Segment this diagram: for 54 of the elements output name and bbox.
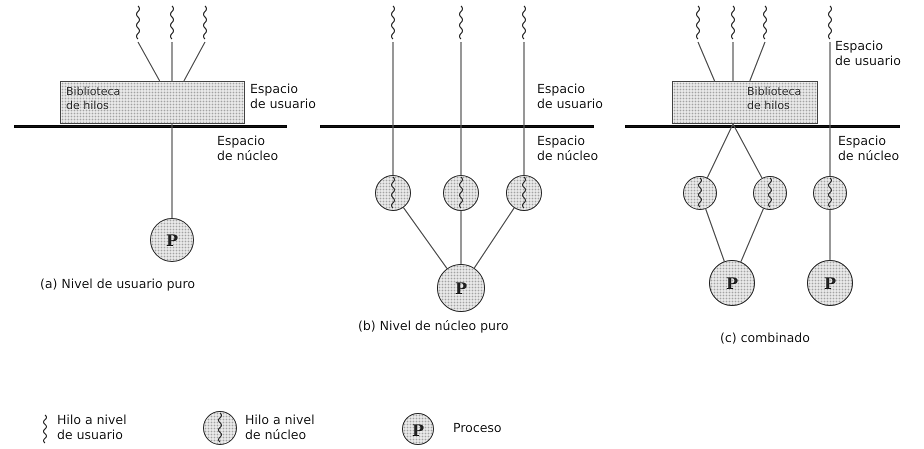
kernel-thread-circle — [375, 175, 411, 211]
caption: (c) combinado — [720, 330, 810, 345]
user-thread-wave — [825, 5, 835, 40]
process-circle: P — [437, 264, 485, 312]
user-thread-wave — [760, 5, 770, 40]
kernel-thread-circle — [443, 175, 479, 211]
connector-line — [171, 124, 173, 218]
connector-line — [705, 208, 725, 262]
connector-line — [829, 42, 831, 176]
connector-line — [460, 211, 462, 264]
connector-line — [697, 42, 716, 82]
connector-line — [829, 210, 831, 260]
process-circle: P — [150, 218, 194, 262]
connector-line — [171, 42, 173, 81]
connector-line — [183, 42, 206, 82]
process-circle: P — [709, 260, 755, 306]
user-thread-wave — [728, 5, 738, 40]
user-thread-wave — [167, 5, 177, 40]
kernel-thread-circle — [813, 176, 847, 210]
user-thread-wave — [133, 5, 143, 40]
connector-line — [137, 42, 160, 82]
kernel-thread-circle — [683, 176, 717, 210]
library-box: Biblioteca de hilos — [672, 81, 818, 124]
user-thread-wave — [456, 5, 466, 40]
user-thread-wave — [693, 5, 703, 40]
space-label: Espacio de núcleo — [838, 133, 900, 163]
connector-line — [732, 124, 763, 178]
kernel-thread-circle — [506, 175, 542, 211]
caption: (a) Nivel de usuario puro — [40, 276, 195, 291]
space-label: Espacio de núcleo — [217, 133, 280, 163]
kernel-thread-circle — [753, 176, 787, 210]
caption: (b) Nivel de núcleo puro — [358, 318, 508, 333]
space-label: Espacio de usuario — [537, 81, 604, 111]
connector-line — [749, 42, 766, 82]
legend-text: Hilo a nivel de usuario — [57, 412, 128, 442]
process-letter: P — [410, 421, 426, 439]
user-thread-wave — [519, 5, 529, 40]
user-thread-wave — [200, 5, 210, 40]
connector-line — [732, 42, 734, 81]
connector-line — [460, 42, 462, 175]
space-label: Espacio de usuario — [250, 81, 317, 111]
connector-line — [706, 124, 734, 178]
user-thread-wave — [388, 5, 398, 40]
connector-line — [523, 42, 525, 175]
process-circle: P — [807, 260, 853, 306]
legend-text: Hilo a nivel de núcleo — [245, 412, 316, 442]
connector-line — [740, 208, 764, 262]
connector-line — [392, 42, 394, 175]
legend-text: Proceso — [453, 420, 503, 435]
space-label: Espacio de núcleo — [537, 133, 600, 163]
connector-line — [474, 208, 515, 268]
library-box: Biblioteca de hilos — [60, 81, 245, 124]
space-label: Espacio de usuario — [835, 38, 902, 68]
connector-line — [403, 207, 448, 269]
